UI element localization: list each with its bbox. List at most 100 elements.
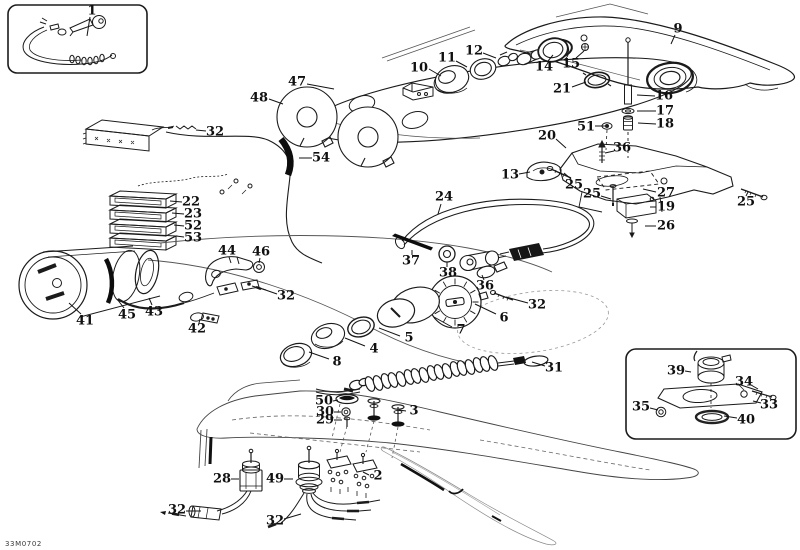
leader-line-45 [117,299,124,308]
callout-51: 51 [577,120,595,135]
leader-line-32 [196,130,206,131]
callout-38: 38 [439,266,457,281]
boot-10 [432,61,472,96]
callout-18: 18 [656,117,674,132]
bolt-26 [627,219,638,237]
bezel-14 [536,35,571,65]
leader-line-53 [176,236,184,237]
callout-25: 25 [583,187,601,202]
callout-32: 32 [168,503,186,518]
wire-43 [118,299,184,309]
leader-line-47 [307,84,334,89]
callout-33: 33 [760,398,778,413]
leader-line-32 [284,514,301,519]
leader-line-1 [87,17,90,36]
leader-line-13 [519,172,530,174]
leader-line-27 [643,189,656,192]
callout-7: 7 [456,323,465,338]
callout-27: 27 [657,186,675,201]
stud-3b [392,405,405,427]
module-52 [110,219,176,236]
oring-21 [583,71,611,89]
callout-32: 32 [528,298,546,313]
nut-35 [656,407,666,417]
leader-line-33 [753,401,761,403]
leader-line-32 [257,287,277,294]
callout-20: 20 [538,129,556,144]
callout-31: 31 [545,361,563,376]
leader-line-12 [483,53,496,58]
callout-52: 52 [184,219,202,234]
callout-32: 32 [266,514,284,529]
switch-cluster-2 [327,449,377,498]
leader-line-4 [345,338,365,346]
inset-key-box [8,5,147,73]
leader-line-8 [309,352,329,359]
callout-28: 28 [213,472,231,487]
callout-43: 43 [145,305,163,320]
ecm-module [83,120,196,151]
leader-layer [69,17,761,519]
switch-body-7 [374,281,444,332]
cable-24 [394,199,594,261]
leader-line-7 [434,317,452,327]
leader-line-5 [379,328,400,336]
callout-49: 49 [266,472,284,487]
switch-39 [694,351,731,383]
callout-21: 21 [553,82,571,97]
leader-line-15 [576,51,584,58]
callout-47: 47 [288,75,306,90]
pin-25b [610,185,616,206]
ring-5 [345,314,377,340]
screw-15 [582,44,589,51]
bottom-switches [160,446,380,527]
leader-line-32 [506,297,528,303]
callout-15: 15 [562,57,580,72]
ignition-lower-chain [277,233,513,371]
callout-36: 36 [476,279,494,294]
callout-48: 48 [250,91,268,106]
washer-38 [439,246,455,262]
cup-8 [277,340,314,371]
relay-19 [617,194,656,218]
leader-line-42 [199,319,200,323]
leader-line-39 [685,371,691,372]
callout-16: 16 [655,89,673,104]
leader-line-16 [637,95,655,96]
leader-line-25 [564,173,571,179]
callout-26: 26 [657,219,675,234]
callout-37: 37 [402,254,420,269]
leader-line-10 [429,69,441,76]
nut-46 [254,262,265,273]
tether-key [23,16,115,65]
plate-27 [597,171,659,190]
callout-36: 36 [613,141,631,156]
steering-bracket [527,141,767,237]
leader-line-34 [751,385,758,389]
antenna-assembly [602,38,634,158]
screw-29 [344,417,350,427]
callout-25: 25 [737,195,755,210]
clips-12 [497,52,518,67]
bolt-36 [599,141,605,163]
leader-line-11 [456,61,467,67]
panel-accent-stroke [401,464,444,490]
callout-13: 13 [501,168,519,183]
panel-switch-block [403,83,433,100]
callout-25: 25 [565,178,583,193]
callout-40: 40 [737,413,755,428]
cap-4 [308,319,348,352]
module-23 [110,205,176,222]
leader-line-9 [671,35,675,44]
ring-45 [106,259,112,303]
callout-10: 10 [410,61,428,76]
callout-32: 32 [206,125,224,140]
leader-line-6 [475,304,496,314]
leader-line-52 [174,225,184,226]
gauge-adapters [277,87,398,167]
leader-line-20 [556,139,566,148]
leader-line-3 [399,410,406,411]
callout-35: 35 [632,400,650,415]
leader-line-44 [229,257,231,263]
